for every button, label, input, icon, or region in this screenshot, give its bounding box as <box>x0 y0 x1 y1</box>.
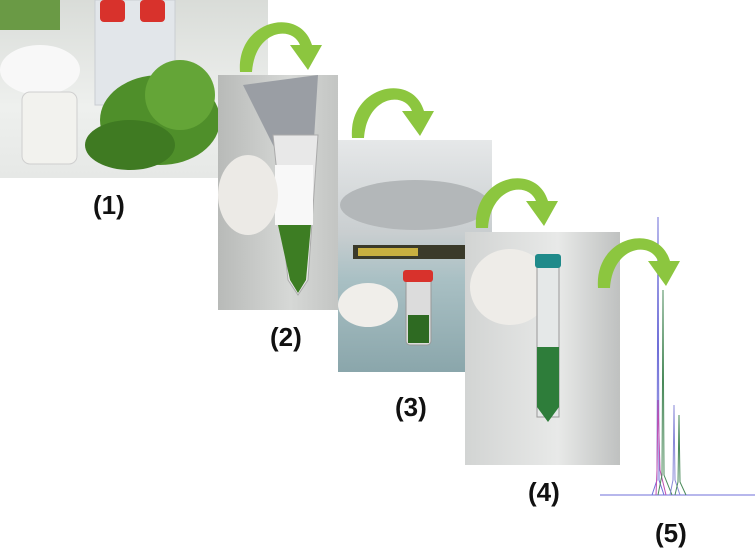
arrow-icon-4 <box>597 238 680 288</box>
peak-small-1 <box>669 404 681 496</box>
photo-step-2 <box>218 75 338 310</box>
step-label-4: (4) <box>528 477 560 507</box>
photo-step-4 <box>465 232 620 465</box>
peak-blue <box>651 216 665 496</box>
arrow-icon-1 <box>239 22 322 72</box>
step-label-5: (5) <box>655 518 687 548</box>
arrow-icon-2 <box>351 88 434 138</box>
peak-small-2 <box>674 414 687 496</box>
chromatogram <box>600 216 755 496</box>
peak-pink <box>655 399 667 496</box>
step-label-1: (1) <box>93 190 125 220</box>
arrow-icon-3 <box>475 178 558 228</box>
step-label-3: (3) <box>395 392 427 422</box>
step-label-2: (2) <box>270 322 302 352</box>
peak-green <box>657 289 673 496</box>
photo-step-1 <box>0 0 268 178</box>
